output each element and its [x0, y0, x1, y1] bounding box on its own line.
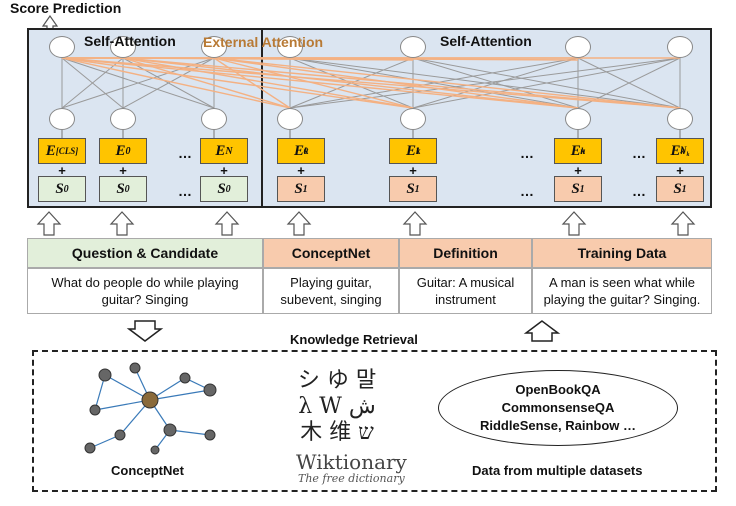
datasets-caption: Data from multiple datasets	[472, 463, 643, 478]
wiktionary-glyph-row: 木 维 ש	[300, 420, 374, 445]
datasets-ellipse: OpenBookQA CommonsenseQA RiddleSense, Ra…	[438, 370, 678, 446]
plus-sign: +	[676, 163, 684, 178]
conceptnet-caption: ConceptNet	[111, 463, 184, 478]
external-attention-label: External Attention	[203, 34, 324, 50]
table-header-definition: Definition	[399, 238, 532, 268]
knowledge-retrieval-label: Knowledge Retrieval	[290, 332, 418, 347]
table-header-conceptnet: ConceptNet	[263, 238, 399, 268]
plus-sign: +	[119, 163, 127, 178]
up-arrow-icon	[523, 320, 561, 342]
plus-sign: +	[58, 163, 66, 178]
table-header-question: Question & Candidate	[27, 238, 263, 268]
ellipsis: …	[632, 145, 646, 161]
conceptnet-graph-icon	[84, 362, 217, 455]
table-cell-definition: Guitar: A musical instrument	[399, 268, 532, 314]
ellipsis: …	[178, 183, 192, 199]
self-attention-right-label: Self-Attention	[440, 33, 532, 49]
attention-edges	[61, 57, 681, 138]
bottom-node	[201, 108, 227, 130]
input-arrows	[36, 211, 696, 236]
plus-sign: +	[409, 163, 417, 178]
top-node	[110, 36, 136, 58]
table-cell-question: What do people do while playing guitar? …	[27, 268, 263, 314]
dataset-item: CommonsenseQA	[501, 400, 615, 415]
plus-sign: +	[220, 163, 228, 178]
top-node	[277, 36, 303, 58]
top-node	[565, 36, 591, 58]
bottom-node	[110, 108, 136, 130]
top-node	[667, 36, 693, 58]
down-arrow-icon	[126, 320, 164, 342]
table-header-training: Training Data	[532, 238, 712, 268]
table-cell-conceptnet: Playing guitar, subevent, singing	[263, 268, 399, 314]
knowledge-sources-panel	[32, 350, 717, 492]
dataset-item: RiddleSense, Rainbow …	[479, 418, 637, 433]
dataset-item: OpenBookQA	[515, 382, 601, 397]
wiktionary-title: Wiktionary	[296, 450, 407, 474]
bottom-node	[565, 108, 591, 130]
self-attention-left-label: Self-Attention	[84, 33, 176, 49]
embedding-e-cls: E[CLS]	[38, 138, 86, 164]
bottom-node	[277, 108, 303, 130]
plus-sign: +	[297, 163, 305, 178]
bottom-node	[667, 108, 693, 130]
top-node	[49, 36, 75, 58]
score-prediction-title: Score Prediction	[10, 0, 122, 16]
ellipsis: …	[520, 183, 534, 199]
table-cell-training: A man is seen what while playing the gui…	[532, 268, 712, 314]
bottom-node	[49, 108, 75, 130]
ellipsis: …	[632, 183, 646, 199]
wiktionary-logo: シ ゆ 말 λ W ش 木 维 ש	[292, 368, 382, 446]
top-node	[400, 36, 426, 58]
ellipsis: …	[520, 145, 534, 161]
attention-divider	[261, 28, 263, 208]
wiktionary-glyph-row: シ ゆ 말	[297, 368, 377, 393]
wiktionary-subtitle: The free dictionary	[298, 472, 405, 485]
top-node	[201, 36, 227, 58]
ellipsis: …	[178, 145, 192, 161]
plus-sign: +	[574, 163, 582, 178]
wiktionary-glyph-row: λ W ش	[298, 394, 376, 419]
bottom-node	[400, 108, 426, 130]
